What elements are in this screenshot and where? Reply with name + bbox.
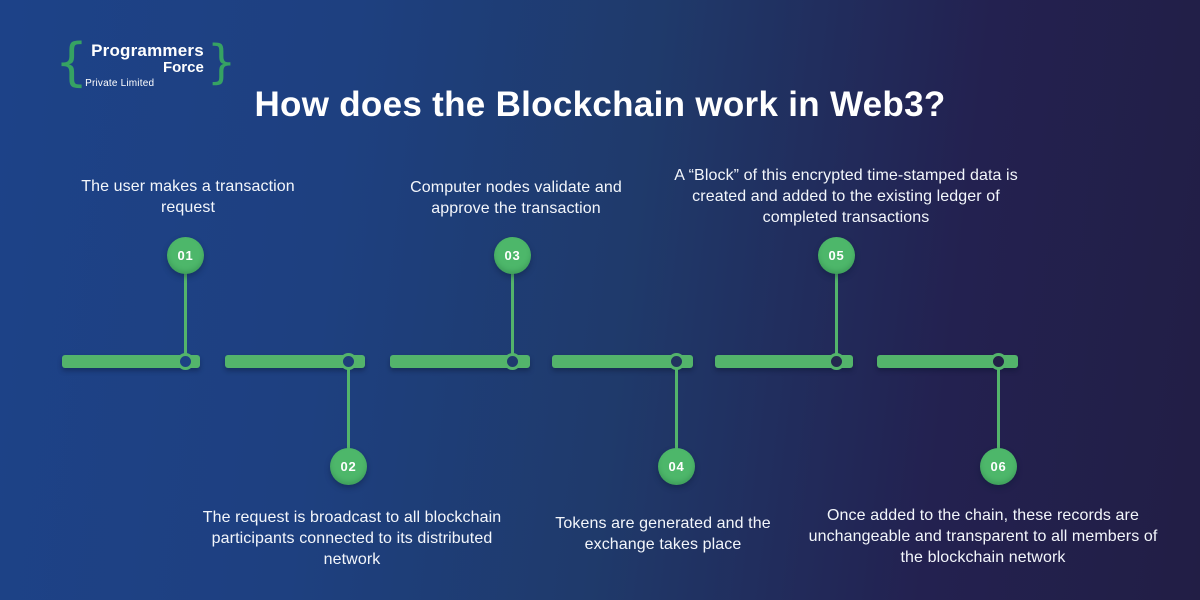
company-logo-text: Programmers Force Private Limited (85, 41, 204, 90)
timeline-segment (877, 355, 1018, 368)
step-number-badge: 06 (980, 448, 1017, 485)
step-number-badge: 01 (167, 237, 204, 274)
logo-subtitle: Private Limited (85, 78, 155, 89)
timeline-segment (62, 355, 200, 368)
step-description: Tokens are generated and the exchange ta… (555, 515, 771, 553)
timeline-segment (552, 355, 693, 368)
connector-line (997, 367, 1000, 449)
timeline-node-icon (990, 353, 1007, 370)
step-number-badge: 02 (330, 448, 367, 485)
logo-name-top: Programmers (91, 41, 204, 60)
page-title: How does the Blockchain work in Web3? (254, 85, 946, 124)
timeline-segment (715, 355, 853, 368)
timeline-node-icon (668, 353, 685, 370)
timeline-node-icon (504, 353, 521, 370)
step-description: The request is broadcast to all blockcha… (202, 509, 502, 568)
step-description: Once added to the chain, these records a… (808, 507, 1158, 566)
step-description: A “Block” of this encrypted time‑stamped… (674, 167, 1018, 226)
step-description: Computer nodes validate and approve the … (410, 179, 622, 217)
company-logo: { Programmers Force Private Limited } (55, 33, 237, 93)
timeline-segment (225, 355, 365, 368)
brace-left-icon: { (55, 33, 89, 93)
brace-right-icon: } (206, 35, 237, 89)
connector-line (511, 272, 514, 360)
connector-line (675, 367, 678, 449)
timeline-segment (390, 355, 530, 368)
connector-line (184, 272, 187, 360)
logo-name-bottom: Force (162, 59, 204, 76)
step-number-badge: 05 (818, 237, 855, 274)
timeline-node-icon (828, 353, 845, 370)
step-number-badge: 04 (658, 448, 695, 485)
timeline-node-icon (177, 353, 194, 370)
timeline-node-icon (340, 353, 357, 370)
step-description: The user makes a transaction request (81, 178, 295, 216)
connector-line (835, 272, 838, 360)
step-number-badge: 03 (494, 237, 531, 274)
connector-line (347, 367, 350, 449)
